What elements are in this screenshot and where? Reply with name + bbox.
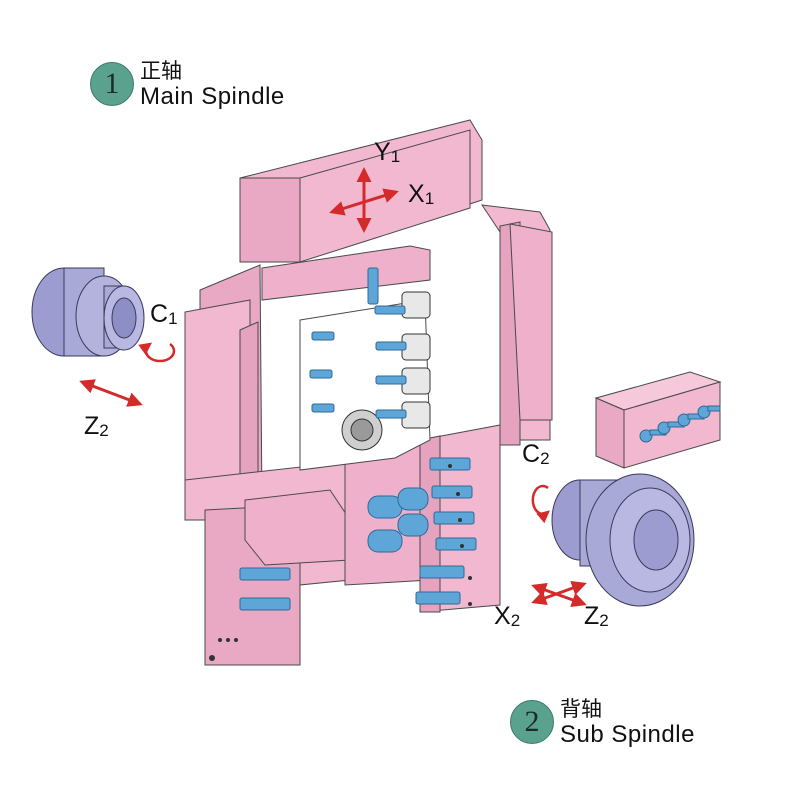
main-spindle-label-cn: 正轴 bbox=[140, 59, 182, 83]
axis-label-z2-left: Z2 bbox=[84, 412, 109, 440]
axis-label-x1: X1 bbox=[408, 180, 435, 208]
c2-rotation-arrow bbox=[531, 484, 550, 524]
main-spindle-badge: 1 bbox=[90, 62, 134, 106]
x2-arrow bbox=[531, 581, 587, 605]
main-spindle-chuck bbox=[31, 267, 145, 357]
main-spindle-legend: 1 正轴 Main Spindle bbox=[90, 58, 285, 110]
rail-holes bbox=[209, 464, 472, 661]
sub-spindle-label-cn: 背轴 bbox=[560, 697, 602, 721]
motion-arrows bbox=[79, 167, 587, 607]
tool-holders bbox=[341, 291, 431, 451]
axis-label-y1: Y1 bbox=[374, 138, 401, 166]
z2-right-arrow bbox=[531, 583, 587, 607]
axis-label-z2-right: Z2 bbox=[584, 602, 609, 630]
window-tools bbox=[309, 267, 407, 419]
lower-tools bbox=[239, 457, 477, 611]
machine-frame bbox=[184, 119, 553, 666]
main-spindle-label-en: Main Spindle bbox=[140, 83, 285, 110]
axis-label-c2: C2 bbox=[522, 440, 550, 468]
axis-label-c1: C1 bbox=[150, 300, 178, 328]
axis-label-x2: X2 bbox=[494, 602, 521, 630]
c1-rotation-arrow bbox=[138, 342, 176, 363]
sub-spindle-chuck bbox=[551, 473, 695, 607]
sub-spindle-legend: 2 背轴 Sub Spindle bbox=[510, 696, 695, 748]
sub-spindle-label-en: Sub Spindle bbox=[560, 721, 695, 748]
x1-arrow bbox=[329, 188, 399, 216]
gang-tool-block bbox=[594, 371, 722, 469]
gang-tools bbox=[639, 405, 721, 443]
z2-left-arrow bbox=[79, 379, 143, 407]
sub-spindle-badge: 2 bbox=[510, 700, 554, 744]
